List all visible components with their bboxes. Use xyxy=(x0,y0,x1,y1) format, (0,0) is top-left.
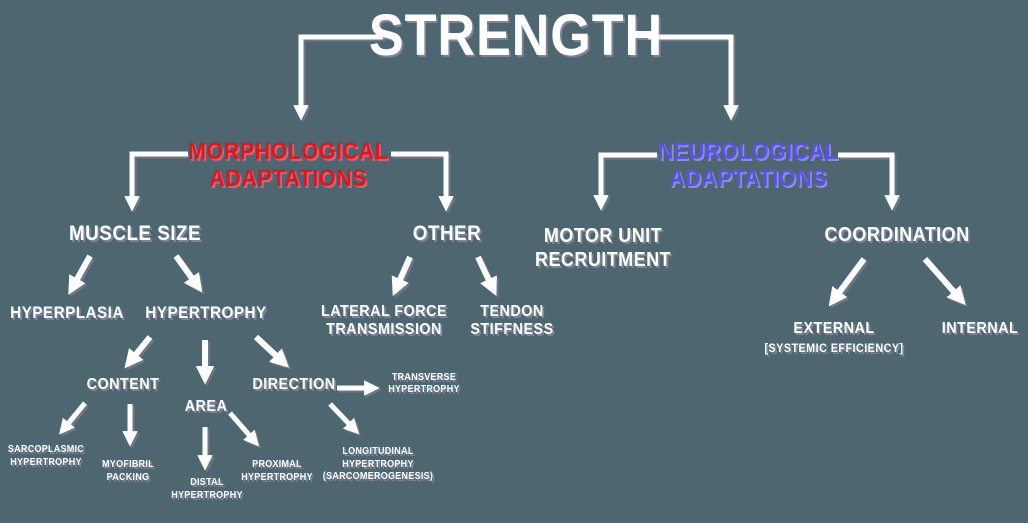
node-direction: DIRECTION xyxy=(252,376,336,393)
node-tendon-stiffness: TENDON STIFFNESS xyxy=(470,303,553,339)
node-line: PROXIMAL xyxy=(252,459,302,470)
node-line: NEUROLOGICAL xyxy=(657,138,839,165)
arrow-morphological-to-other xyxy=(391,151,454,212)
node-line: TENDON xyxy=(480,303,544,320)
node-line: DISTAL xyxy=(190,477,224,488)
node-transverse-hypertrophy: TRANSVERSE HYPERTROPHY xyxy=(388,372,459,396)
arrow-neurological-to-motor-unit xyxy=(593,152,657,211)
arrow-other-to-tendon-stiffness xyxy=(475,255,497,297)
node-subtitle: [SYSTEMIC EFFICIENCY] xyxy=(764,341,904,355)
node-longitudinal-hypertrophy: LONGITUDINAL HYPERTROPHY (SARCOMEROGENES… xyxy=(323,446,433,484)
arrow-hypertrophy-to-content xyxy=(124,335,153,369)
node-line: HYPERTROPHY xyxy=(388,384,460,395)
node-line: RECRUITMENT xyxy=(535,249,671,271)
node-line: STIFFNESS xyxy=(470,321,554,338)
node-line: HYPERTROPHY xyxy=(10,456,82,468)
node-hypertrophy: HYPERTROPHY xyxy=(145,303,267,322)
arrow-strength-to-morphological xyxy=(293,34,383,121)
node-line: EXTERNAL xyxy=(793,320,875,337)
node-line: HYPERTROPHY xyxy=(342,458,414,470)
node-muscle-size: MUSCLE SIZE xyxy=(68,222,202,245)
node-line: (SARCOMEROGENESIS) xyxy=(322,471,434,482)
node-line: LATERAL FORCE xyxy=(320,303,448,320)
node-line: PACKING xyxy=(106,471,150,483)
arrow-content-to-sarcoplasmic xyxy=(59,401,87,435)
node-line: HYPERTROPHY xyxy=(241,471,313,483)
node-lateral-force-transmission: LATERAL FORCE TRANSMISSION xyxy=(321,303,447,339)
node-content: CONTENT xyxy=(86,376,160,393)
node-internal-coordination: INTERNAL xyxy=(941,320,1019,337)
node-line: MYOFIBRIL xyxy=(102,459,154,470)
node-neurological-adaptations: NEUROLOGICAL ADAPTATIONS xyxy=(658,138,839,192)
node-distal-hypertrophy: DISTAL HYPERTROPHY xyxy=(171,477,242,502)
node-coordination: COORDINATION xyxy=(824,224,970,246)
node-line: SARCOPLASMIC xyxy=(7,444,85,455)
arrow-morphological-to-muscle-size xyxy=(124,151,188,212)
node-motor-unit-recruitment: MOTOR UNIT RECRUITMENT xyxy=(535,224,671,272)
arrow-hypertrophy-to-direction xyxy=(253,334,290,368)
node-area: AREA xyxy=(184,398,228,415)
node-external-coordination: EXTERNAL [SYSTEMIC EFFICIENCY] xyxy=(764,320,903,355)
arrow-muscle-size-to-hypertrophy xyxy=(173,254,203,293)
node-line: LONGITUDINAL xyxy=(342,446,414,457)
node-other: OTHER xyxy=(412,222,482,245)
arrow-neurological-to-coordination xyxy=(838,152,900,211)
node-line: ADAPTATIONS xyxy=(669,165,827,192)
node-myofibril-packing: MYOFIBRIL PACKING xyxy=(102,459,154,484)
node-line: TRANSVERSE xyxy=(391,372,457,383)
arrow-coordination-to-internal xyxy=(922,257,966,306)
arrow-other-to-lateral-force xyxy=(391,255,413,297)
node-proximal-hypertrophy: PROXIMAL HYPERTROPHY xyxy=(241,459,312,484)
arrow-direction-to-longitudinal xyxy=(328,402,360,435)
node-line: MOTOR UNIT xyxy=(543,225,663,247)
node-line: HYPERTROPHY xyxy=(171,489,243,501)
node-strength-title: STRENGTH xyxy=(368,3,664,68)
arrow-area-to-proximal xyxy=(228,411,260,447)
node-line: TRANSMISSION xyxy=(326,321,442,338)
arrow-muscle-size-to-hyperplasia xyxy=(68,254,93,295)
arrow-coordination-to-external xyxy=(828,257,867,307)
node-hyperplasia: HYPERPLASIA xyxy=(10,303,124,322)
node-line: MORPHOLOGICAL xyxy=(187,138,389,165)
node-morphological-adaptations: MORPHOLOGICAL ADAPTATIONS xyxy=(188,138,388,192)
node-sarcoplasmic-hypertrophy: SARCOPLASMIC HYPERTROPHY xyxy=(8,444,84,469)
node-line: ADAPTATIONS xyxy=(209,165,367,192)
arrow-strength-to-neurological xyxy=(648,34,739,121)
